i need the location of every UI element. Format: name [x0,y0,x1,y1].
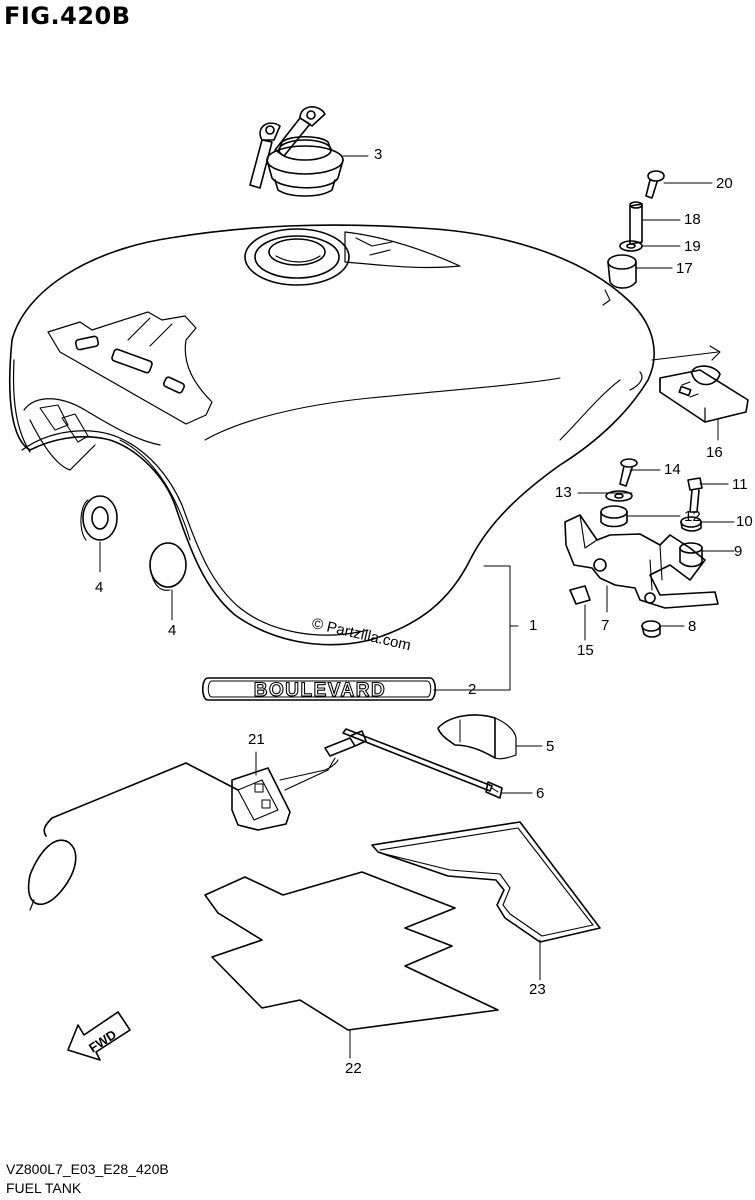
emblem-text: BOULEVARD [254,680,386,701]
fuel-level-gauge-drawing [27,730,367,911]
callout-1: 1 [529,617,538,634]
leader-lines [99,155,735,1059]
callout-10: 10 [736,513,753,530]
grommet-drawings [80,495,187,591]
callout-13: 13 [555,484,572,501]
callout-4-right: 4 [168,622,177,639]
callout-21: 21 [248,731,265,748]
heat-insulator-22-drawing [204,871,499,1031]
callout-6: 6 [536,785,545,802]
callout-14: 14 [664,461,681,478]
fwd-arrow-drawing: FWD [67,1011,131,1061]
callout-20: 20 [716,175,733,192]
callout-22: 22 [345,1060,362,1077]
callout-9: 9 [734,543,743,560]
callout-12: 12 [684,508,701,525]
callout-2: 2 [468,681,477,698]
fender-and-tie-drawing [342,714,517,799]
callout-17: 17 [676,260,693,277]
figure-name: FUEL TANK [6,1180,82,1196]
callout-18: 18 [684,211,701,228]
callout-15: 15 [577,642,594,659]
fuel-tank-drawing [8,224,655,646]
callout-4-left: 4 [95,579,104,596]
callout-5: 5 [546,738,555,755]
boulevard-emblem-drawing: BOULEVARD [201,677,437,702]
callout-3: 3 [374,146,383,163]
figure-title: FIG.420B [4,2,131,30]
figure-code: VZ800L7_E03_E28_420B [6,1161,169,1177]
callout-8: 8 [688,618,697,635]
gasket-23-drawing [371,821,601,943]
callout-7: 7 [601,617,610,634]
tank-bracket-drawing [564,458,719,638]
callout-23: 23 [529,981,546,998]
callout-19: 19 [684,238,701,255]
callout-11: 11 [732,476,748,493]
rear-mount-drawing [607,170,749,423]
callout-16: 16 [706,444,723,461]
fuel-cap-drawing [249,106,344,197]
